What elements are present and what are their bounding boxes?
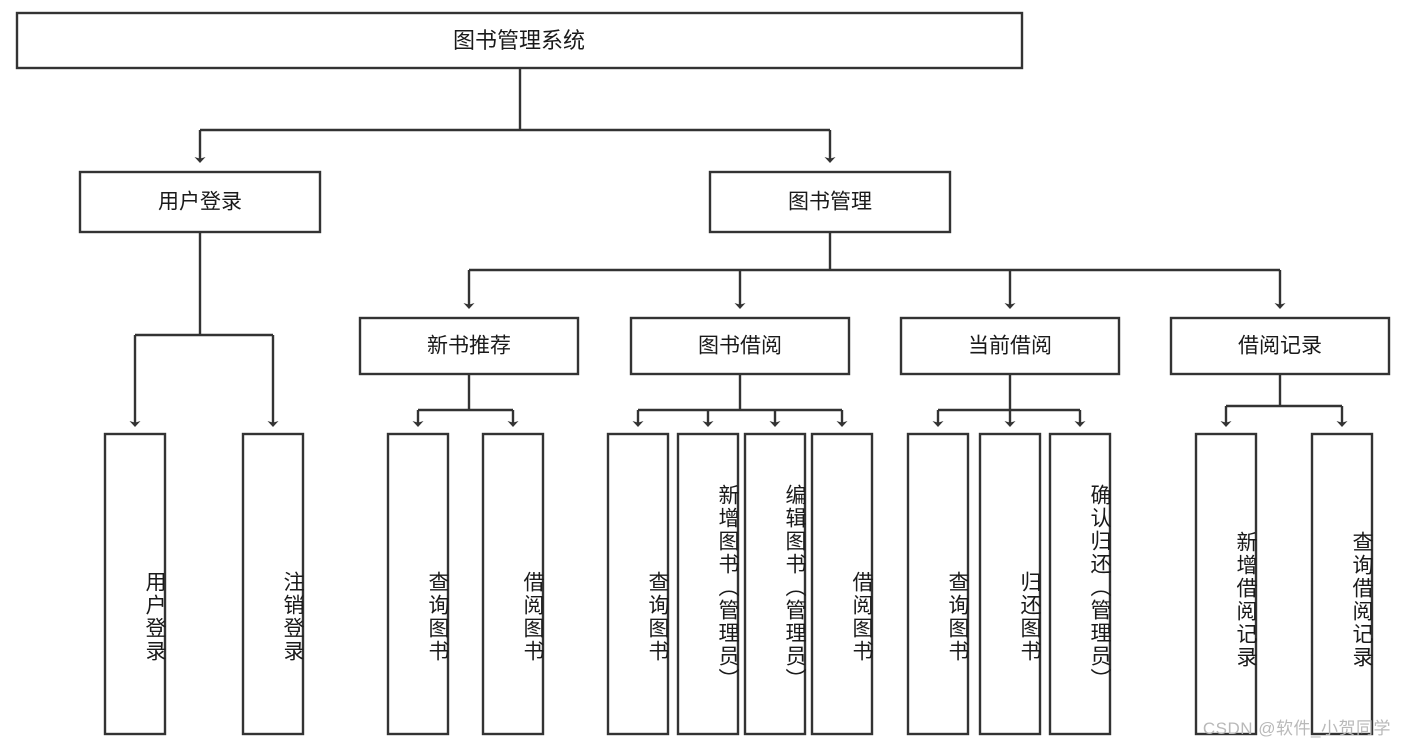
connector-layer: [129, 68, 1348, 427]
node-user-login[interactable]: 用户登录: [78, 170, 322, 234]
leaf-borrow-book-1-box[interactable]: [481, 432, 545, 736]
leaf-borrow-book-2-box[interactable]: [810, 432, 874, 736]
node-new-book-rec[interactable]: 新书推荐: [358, 316, 580, 376]
node-root-label: 图书管理系统: [453, 28, 585, 53]
node-borrow-record-label: 借阅记录: [1238, 335, 1322, 358]
node-root-box: [15, 11, 1024, 70]
node-book-manage-label: 图书管理: [788, 191, 872, 214]
node-book-manage-box: [708, 170, 952, 234]
leaf-user-login-box[interactable]: [103, 432, 167, 736]
csdn-watermark: CSDN @软件_小贺同学: [1202, 719, 1391, 738]
node-book-manage[interactable]: 图书管理: [708, 170, 952, 234]
node-new-book-rec-box: [358, 316, 580, 376]
node-borrow-record[interactable]: 借阅记录: [1169, 316, 1391, 376]
node-borrow-record-box: [1169, 316, 1391, 376]
node-current-borrow-label: 当前借阅: [968, 335, 1052, 358]
leaf-return-book-box[interactable]: [978, 432, 1042, 736]
leaf-query-record-box[interactable]: [1310, 432, 1374, 736]
node-book-borrow[interactable]: 图书借阅: [629, 316, 851, 376]
leaf-add-record-box[interactable]: [1194, 432, 1258, 736]
leaf-query-book-3-box[interactable]: [906, 432, 970, 736]
node-root[interactable]: 图书管理系统: [15, 11, 1024, 70]
node-current-borrow[interactable]: 当前借阅: [899, 316, 1121, 376]
node-new-book-rec-label: 新书推荐: [427, 335, 511, 358]
leaf-boxes: [103, 432, 1374, 736]
node-user-login-label: 用户登录: [158, 191, 242, 214]
leaf-confirm-return-box[interactable]: [1048, 432, 1112, 736]
leaf-add-book-box[interactable]: [676, 432, 740, 736]
leaf-query-book-1-box[interactable]: [386, 432, 450, 736]
leaf-edit-book-box[interactable]: [743, 432, 807, 736]
node-user-login-box: [78, 170, 322, 234]
leaf-logout-box[interactable]: [241, 432, 305, 736]
node-current-borrow-box: [899, 316, 1121, 376]
node-book-borrow-label: 图书借阅: [698, 335, 782, 358]
leaf-query-book-2-box[interactable]: [606, 432, 670, 736]
node-book-borrow-box: [629, 316, 851, 376]
